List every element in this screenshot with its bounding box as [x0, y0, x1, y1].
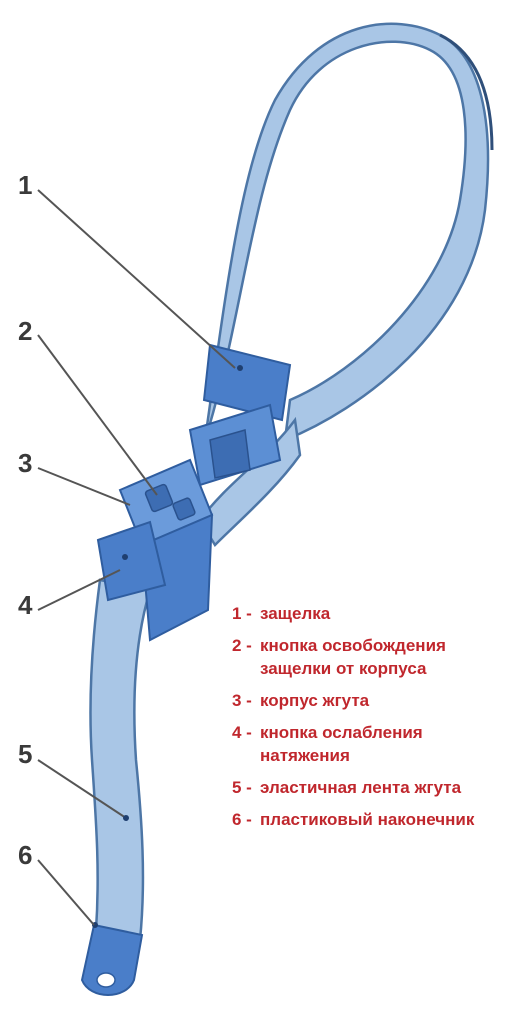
legend-number: 3 - — [232, 689, 260, 712]
callout-4: 4 — [18, 590, 33, 620]
leader-line-6 — [38, 860, 94, 925]
legend-text: пластиковый наконечник — [260, 808, 500, 831]
legend-text: кнопка ослабления натяжения — [260, 721, 500, 767]
leader-line-1 — [38, 190, 235, 368]
legend-item-4: 4 - кнопка ослабления натяжения — [232, 721, 500, 767]
legend-item-5: 5 - эластичная лента жгута — [232, 776, 500, 799]
leader-line-2 — [38, 335, 157, 495]
legend-text: кнопка освобождения защелки от корпуса — [260, 634, 500, 680]
legend-number: 2 - — [232, 634, 260, 680]
strap-lower — [90, 580, 150, 940]
legend-item-2: 2 - кнопка освобождения защелки от корпу… — [232, 634, 500, 680]
callout-2: 2 — [18, 316, 32, 346]
legend-number: 5 - — [232, 776, 260, 799]
legend-text: корпус жгута — [260, 689, 500, 712]
legend-item-6: 6 - пластиковый наконечник — [232, 808, 500, 831]
legend-item-1: 1 - защелка — [232, 602, 500, 625]
plastic-tip — [82, 922, 142, 995]
legend: 1 - защелка 2 - кнопка освобождения заще… — [232, 602, 500, 840]
legend-item-3: 3 - корпус жгута — [232, 689, 500, 712]
callout-5: 5 — [18, 739, 32, 769]
callout-numbers: 1 2 3 4 5 6 — [18, 170, 33, 870]
legend-text: защелка — [260, 602, 500, 625]
legend-number: 4 - — [232, 721, 260, 767]
callout-6: 6 — [18, 840, 32, 870]
leader-line-3 — [38, 468, 130, 505]
callout-1: 1 — [18, 170, 32, 200]
legend-number: 6 - — [232, 808, 260, 831]
legend-number: 1 - — [232, 602, 260, 625]
callout-3: 3 — [18, 448, 32, 478]
legend-text: эластичная лента жгута — [260, 776, 500, 799]
